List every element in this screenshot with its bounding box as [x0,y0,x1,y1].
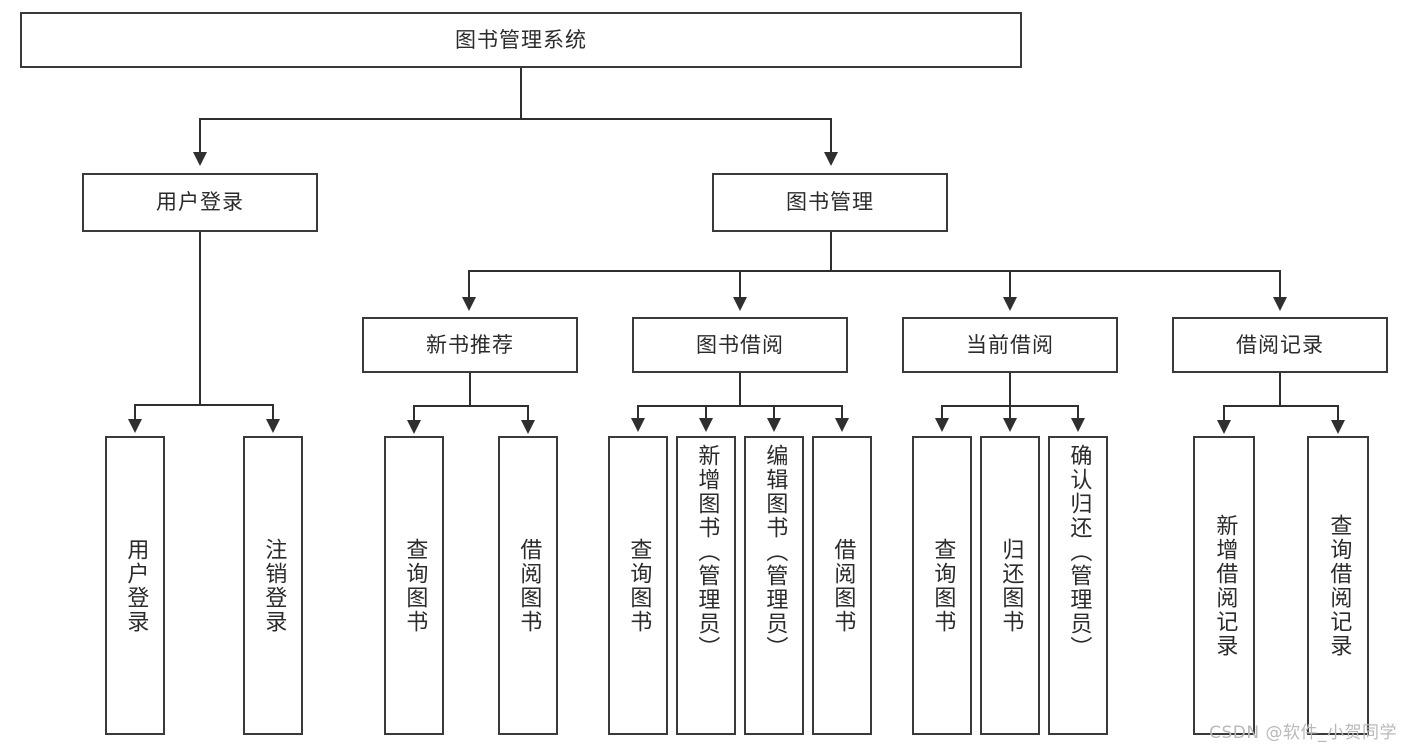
arrow-book-borrow-leaf-1 [631,418,645,432]
connector-user-login-bus [134,404,274,406]
connector-borrow-record-bus [1223,405,1339,407]
connector-user-login-leaf-2 [272,404,274,420]
leaf-label: 借阅图书 [830,537,856,634]
leaf-label: 归还图书 [998,537,1024,634]
leaf-label: 用户登录 [123,537,149,634]
arrow-user-login-leaf-2 [266,419,280,433]
arrow-to-book-borrow [733,297,747,311]
node-new-book-recommend[interactable]: 新书推荐 [362,317,578,373]
leaf-label: 借阅图书 [516,537,542,634]
connector-book-borrow-leaf-1 [637,405,639,419]
node-book-management[interactable]: 图书管理 [712,173,948,232]
connector-borrow-record-leaf-2 [1337,405,1339,421]
connector-book-borrow-leaf-4 [841,405,843,419]
node-label: 图书管理 [786,190,874,215]
arrow-borrow-record-leaf-2 [1331,420,1345,434]
connector-new-book-bus [413,405,529,407]
connector-user-login-leaf-1 [134,404,136,420]
node-label: 当前借阅 [966,332,1054,357]
connector-root-bus [199,118,832,120]
connector-new-book-leaf-2 [527,405,529,421]
arrow-to-new-book [462,297,476,311]
connector-current-borrow-leaf-2 [1009,405,1011,419]
arrow-root-to-user-login [193,152,207,166]
connector-borrow-record-stem [1279,373,1281,405]
connector-book-borrow-bus [637,405,843,407]
leaf-add-book-admin[interactable]: 新增图书（管理员） [676,436,736,735]
leaf-label: 编辑图书（管理员） [762,444,788,660]
node-book-borrow[interactable]: 图书借阅 [632,317,848,373]
node-root-system[interactable]: 图书管理系统 [20,12,1022,68]
connector-current-borrow-leaf-1 [941,405,943,419]
arrow-user-login-leaf-1 [128,419,142,433]
arrow-book-borrow-leaf-3 [767,418,781,432]
leaf-label: 查询图书 [626,537,652,634]
connector-book-manage-stem [830,232,832,270]
leaf-query-book-current[interactable]: 查询图书 [912,436,972,735]
arrow-book-borrow-leaf-2 [699,418,713,432]
connector-borrow-record-leaf-1 [1223,405,1225,421]
connector-to-new-book [468,270,470,298]
node-label: 借阅记录 [1236,332,1324,357]
leaf-logout[interactable]: 注销登录 [243,436,303,735]
arrow-current-borrow-leaf-2 [1003,418,1017,432]
node-label: 图书借阅 [696,332,784,357]
leaf-user-login[interactable]: 用户登录 [105,436,165,735]
arrow-new-book-leaf-2 [521,420,535,434]
node-label: 图书管理系统 [455,27,587,52]
connector-to-borrow-record [1279,270,1281,298]
node-borrow-record[interactable]: 借阅记录 [1172,317,1388,373]
leaf-query-book-borrow[interactable]: 查询图书 [608,436,668,735]
connector-root-to-user-login [199,118,201,153]
leaf-edit-book-admin[interactable]: 编辑图书（管理员） [744,436,804,735]
arrow-to-borrow-record [1273,297,1287,311]
connector-book-borrow-stem [739,373,741,405]
connector-current-borrow-stem [1009,373,1011,405]
node-label: 用户登录 [156,190,244,215]
csdn-watermark: CSDN @软件_小贺同学 [1209,723,1397,743]
connector-book-borrow-leaf-3 [773,405,775,419]
connector-to-book-borrow [739,270,741,298]
node-label: 新书推荐 [426,332,514,357]
arrow-book-borrow-leaf-4 [835,418,849,432]
leaf-confirm-return-admin[interactable]: 确认归还（管理员） [1048,436,1108,735]
connector-new-book-stem [469,373,471,405]
connector-current-borrow-leaf-3 [1077,405,1079,419]
node-current-borrow[interactable]: 当前借阅 [902,317,1118,373]
connector-root-stem [520,68,522,118]
connector-level3-bus [468,270,1280,272]
arrow-current-borrow-leaf-1 [935,418,949,432]
leaf-borrow-book[interactable]: 借阅图书 [812,436,872,735]
leaf-label: 新增图书（管理员） [694,444,720,660]
leaf-add-borrow-record[interactable]: 新增借阅记录 [1193,436,1255,735]
leaf-query-book-recommend[interactable]: 查询图书 [384,436,444,735]
leaf-label: 新增借阅记录 [1212,513,1238,658]
leaf-label: 查询借阅记录 [1326,513,1352,658]
leaf-label: 查询图书 [930,537,956,634]
node-user-login[interactable]: 用户登录 [82,173,318,232]
arrow-root-to-book-manage [824,152,838,166]
leaf-label: 查询图书 [402,537,428,634]
arrow-new-book-leaf-1 [407,420,421,434]
leaf-label: 注销登录 [261,537,287,634]
connector-user-login-stem [199,232,201,404]
leaf-borrow-book-recommend[interactable]: 借阅图书 [498,436,558,735]
leaf-label: 确认归还（管理员） [1066,444,1092,660]
leaf-return-book[interactable]: 归还图书 [980,436,1040,735]
leaf-query-borrow-record[interactable]: 查询借阅记录 [1307,436,1369,735]
connector-new-book-leaf-1 [413,405,415,421]
connector-book-borrow-leaf-2 [705,405,707,419]
connector-to-current-borrow [1009,270,1011,298]
arrow-to-current-borrow [1003,297,1017,311]
connector-root-to-book-manage [830,118,832,153]
arrow-current-borrow-leaf-3 [1071,418,1085,432]
arrow-borrow-record-leaf-1 [1217,420,1231,434]
